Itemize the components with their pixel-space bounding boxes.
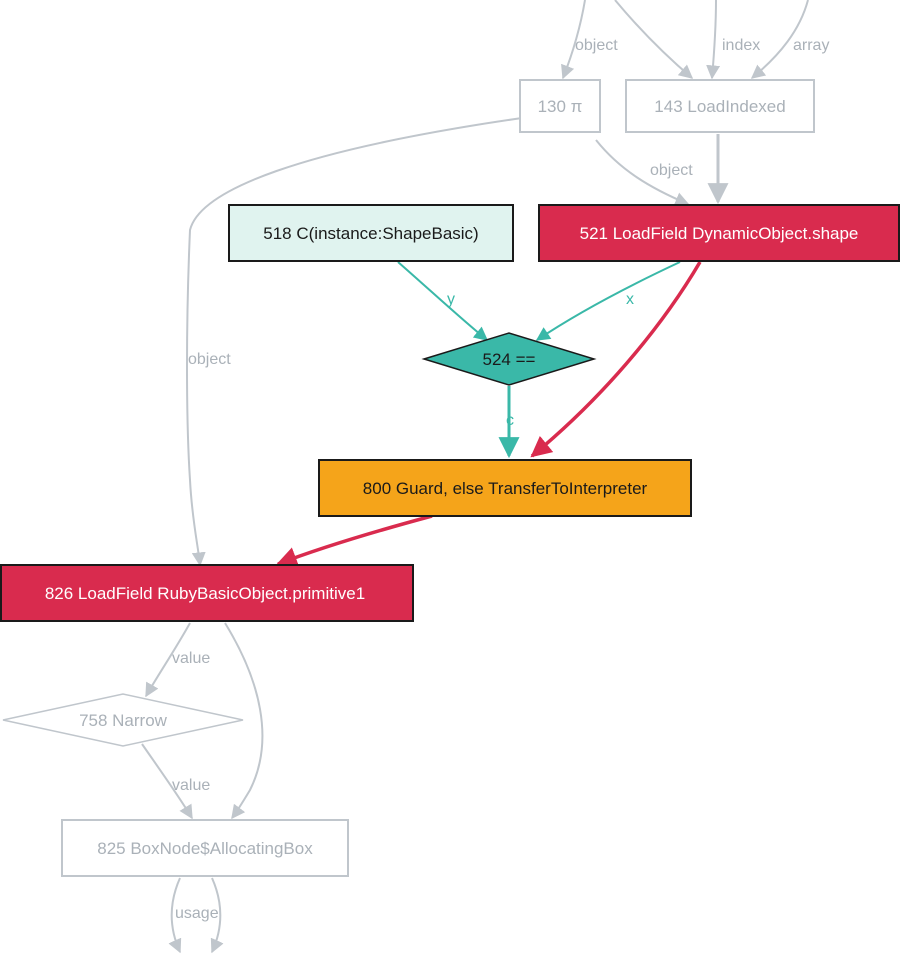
label-758-825-value: value — [172, 777, 210, 794]
edge-825-out-right — [210, 877, 224, 954]
node-130-label: 130 π — [538, 97, 583, 116]
label-521-524-x: x — [626, 291, 634, 308]
label-518-524-y: y — [447, 291, 455, 308]
edge-826-to-758 — [145, 622, 191, 698]
edge-labels: object index array object object value v… — [172, 37, 829, 922]
label-130-826-object: object — [188, 351, 231, 368]
edge-top-to-130 — [561, 0, 586, 80]
node-825-label: 825 BoxNode$AllocatingBox — [97, 839, 313, 858]
label-130-143-object: object — [650, 162, 693, 179]
node-524-equals[interactable]: 524 == — [421, 332, 597, 386]
edge-top-to-143-index — [706, 0, 721, 80]
node-521-label: 521 LoadField DynamicObject.shape — [580, 224, 859, 243]
edge-825-out-left — [168, 877, 182, 954]
node-758-narrow[interactable]: 758 Narrow — [2, 693, 244, 747]
edge-top-to-143-array — [750, 0, 809, 79]
label-524-800-c: c — [506, 412, 514, 429]
label-top-object: object — [575, 37, 618, 54]
label-826-758-value: value — [172, 650, 210, 667]
node-826-loadfield-primitive1[interactable]: 826 LoadField RubyBasicObject.primitive1 — [0, 564, 414, 622]
node-800-label: 800 Guard, else TransferToInterpreter — [363, 479, 648, 498]
node-826-label: 826 LoadField RubyBasicObject.primitive1 — [45, 584, 365, 603]
edge-521-to-524 — [535, 261, 681, 341]
node-758-label: 758 Narrow — [79, 711, 168, 730]
edge-top-to-143-a — [614, 0, 694, 79]
edge-758-to-825 — [141, 743, 193, 820]
label-top-array: array — [793, 37, 829, 54]
edges — [141, 0, 809, 954]
node-825-boxnode[interactable]: 825 BoxNode$AllocatingBox — [61, 819, 349, 877]
edge-130-to-826 — [186, 117, 523, 567]
node-143-loadindexed[interactable]: 143 LoadIndexed — [625, 79, 815, 133]
label-825-out-usage: usage — [175, 905, 219, 922]
node-524-label: 524 == — [483, 350, 536, 369]
edge-521-to-800 — [530, 261, 702, 458]
node-800-guard[interactable]: 800 Guard, else TransferToInterpreter — [318, 459, 692, 517]
node-518-constant[interactable]: 518 C(instance:ShapeBasic) — [228, 204, 514, 262]
node-518-label: 518 C(instance:ShapeBasic) — [263, 224, 478, 243]
node-143-label: 143 LoadIndexed — [654, 97, 785, 116]
edge-800-to-826 — [276, 514, 433, 568]
node-521-loadfield-shape[interactable]: 521 LoadField DynamicObject.shape — [538, 204, 900, 262]
edge-labels-teal: y x c — [447, 291, 634, 429]
edge-826-to-825 — [224, 622, 264, 820]
node-130-pi[interactable]: 130 π — [519, 79, 601, 133]
label-top-index: index — [722, 37, 760, 54]
edge-130-to-521 — [595, 139, 690, 206]
edge-518-to-524 — [397, 261, 489, 341]
